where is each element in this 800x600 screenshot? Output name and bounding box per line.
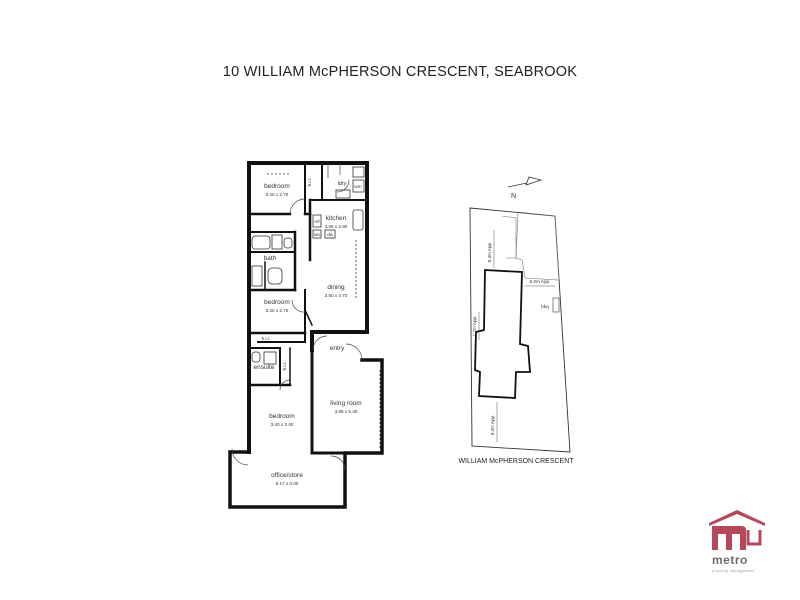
- site-dim-rear: 9.4m App.: [490, 415, 495, 436]
- north-arrow-icon: [507, 176, 543, 188]
- bir1-label: b.i.r.: [307, 178, 312, 187]
- site-dim-side: 5.0m App.: [530, 279, 551, 284]
- bedroom1-dims: 3.20 x 2.70: [266, 192, 289, 197]
- north-label: N: [511, 193, 516, 200]
- fixtures: [251, 166, 381, 450]
- kitchen-name: kitchen: [326, 215, 347, 222]
- wo-label: wo: [314, 232, 320, 237]
- kitchen-dims: 3.05 x 2.90: [325, 224, 348, 229]
- street-name: WILLIAM McPHERSON CRESCENT: [458, 458, 574, 465]
- bedroom2-name: bedroom: [264, 299, 290, 306]
- wm-label: wm: [354, 184, 361, 189]
- dining-name: dining: [327, 284, 345, 291]
- house-footprint: [474, 269, 531, 399]
- floor-plan-walls: [228, 161, 384, 509]
- ensuite-name: ensuite: [254, 364, 275, 371]
- dining-dims: 3.60 x 4.70: [325, 293, 348, 298]
- living-room-dims: 3.85 x 5.30: [335, 409, 358, 414]
- bedroom1-name: bedroom: [264, 183, 290, 190]
- logo-text: metro: [712, 553, 748, 567]
- site-plan: N: [469, 176, 571, 453]
- bir3-label: b.i.r.: [282, 362, 287, 371]
- bedroom2-dims: 3.20 x 2.70: [266, 308, 289, 313]
- bir2-label: b.i.r.: [262, 336, 271, 341]
- ldry-name: ldry: [338, 181, 347, 187]
- living-room-name: living room: [330, 400, 361, 407]
- site-dim-left: 1.2m App.: [472, 316, 477, 337]
- site-boundary: [469, 207, 571, 453]
- bedroom3-dims: 3.40 x 3.40: [271, 422, 294, 427]
- office-store-dims: 6.17 x 3.00: [276, 481, 299, 486]
- dw-label: dw: [327, 232, 334, 237]
- logo-subtext: property management: [712, 569, 755, 573]
- bath-name: bath: [264, 255, 277, 262]
- metro-logo-icon: [709, 510, 765, 550]
- ref-label: ref: [314, 219, 320, 224]
- site-dim-front: 8.4m App.: [487, 242, 492, 263]
- bedroom3-name: bedroom: [269, 413, 295, 420]
- door-swings: [231, 163, 363, 471]
- office-store-name: office/store: [271, 472, 303, 479]
- page-title: 10 WILLIAM McPHERSON CRESCENT, SEABROOK: [222, 64, 578, 80]
- entry-name: entry: [330, 345, 345, 352]
- bbq-label: bbq: [541, 304, 549, 309]
